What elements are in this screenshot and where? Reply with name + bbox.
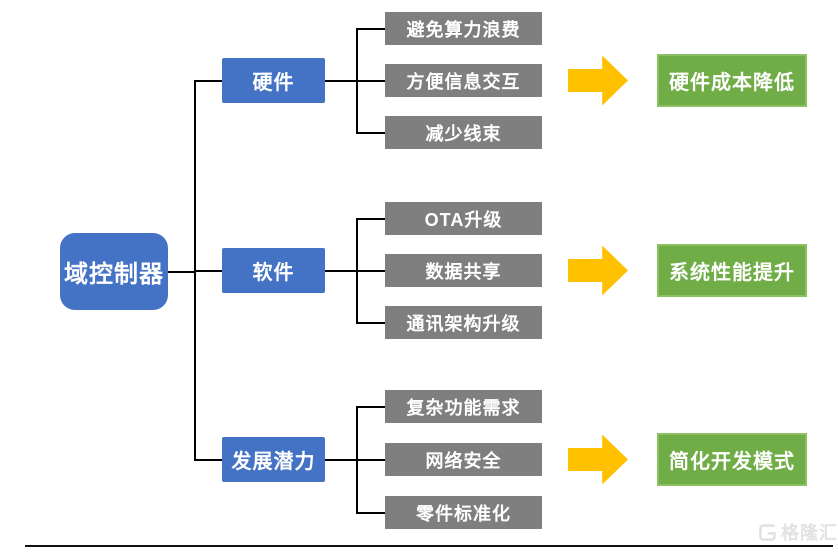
item-node-avoid-compute-waste: 避免算力浪费 (385, 12, 542, 45)
outcome-node-hardware-cost-reduction: 硬件成本降低 (657, 54, 807, 107)
item-node-data-sharing: 数据共享 (385, 254, 542, 287)
gelonghui-logo-icon (757, 522, 778, 543)
item-node-comm-architecture-upgrade: 通讯架构升级 (385, 306, 542, 339)
watermark-text: 格隆汇 (781, 523, 838, 543)
connector-line (356, 79, 385, 82)
connector-line (356, 405, 385, 408)
item-node-reduce-wiring: 减少线束 (385, 116, 542, 149)
connector-line (194, 79, 222, 82)
arrow-right-icon (568, 55, 628, 106)
connector-line (194, 269, 222, 272)
watermark: 格隆汇 (757, 519, 838, 545)
connector-line (356, 27, 385, 30)
branch-node-hardware: 硬件 (222, 58, 325, 103)
branch-node-potential: 发展潜力 (222, 437, 325, 482)
connector-line (356, 217, 385, 220)
connector-line (356, 458, 385, 461)
arrow-right-icon (568, 245, 628, 296)
outcome-node-system-performance-boost: 系统性能提升 (657, 244, 807, 297)
bottom-divider-line (25, 545, 833, 547)
connector-line (356, 269, 385, 272)
connector-line (356, 321, 385, 324)
item-node-network-security: 网络安全 (385, 443, 542, 476)
connector-line (194, 458, 222, 461)
arrow-right-icon (568, 434, 628, 485)
connector-line (356, 131, 385, 134)
item-node-complex-function-demand: 复杂功能需求 (385, 390, 542, 423)
connector-line (325, 458, 357, 461)
item-node-part-standardization: 零件标准化 (385, 496, 542, 529)
item-node-ota-upgrade: OTA升级 (385, 202, 542, 235)
connector-line (168, 270, 195, 273)
item-node-easy-info-exchange: 方便信息交互 (385, 64, 542, 97)
outcome-node-simplified-dev-model: 简化开发模式 (657, 433, 807, 486)
root-node-domain-controller: 域控制器 (60, 233, 168, 310)
connector-line (325, 269, 357, 272)
branch-node-software: 软件 (222, 248, 325, 293)
connector-line (356, 511, 385, 514)
connector-line (325, 79, 357, 82)
